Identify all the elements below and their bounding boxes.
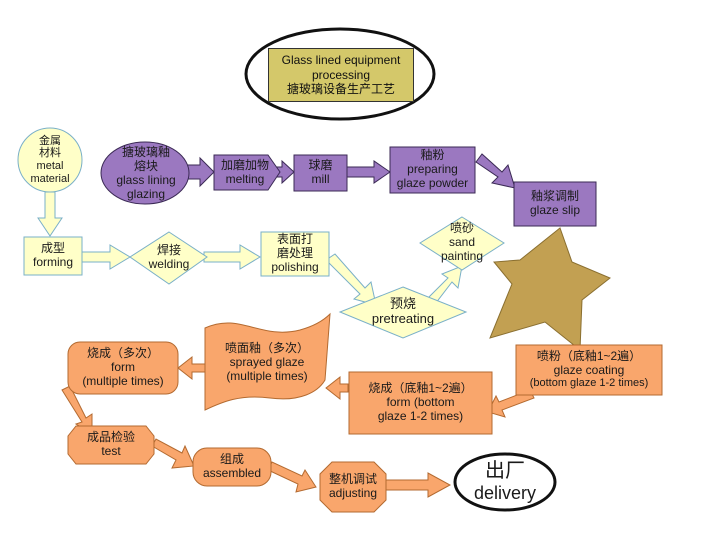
arrow-mill-to-preparing [346, 160, 391, 184]
node-delivery [453, 452, 557, 512]
node-pretreating [338, 286, 468, 339]
node-sand-painting [419, 216, 505, 271]
arrow-glazing-to-melting [185, 156, 215, 188]
node-test [67, 425, 155, 465]
node-welding [129, 231, 208, 285]
arrow-forming-to-welding [81, 244, 131, 270]
arrow-assembled-to-adjusting [267, 461, 317, 493]
node-glaze-slip [513, 181, 597, 227]
arrow-test-to-assembled [151, 438, 195, 469]
arrow-metal-to-forming [37, 191, 63, 237]
arrow-formbottom-to-sprayed [325, 375, 349, 401]
node-glaze-coating [515, 344, 663, 396]
title-line2: processing [311, 67, 371, 82]
node-forming [23, 236, 83, 276]
arrow-slip-to-coating [489, 227, 611, 352]
node-melting [213, 154, 281, 191]
node-assembled [192, 447, 272, 487]
node-mill [293, 154, 348, 192]
arrow-adjusting-to-delivery [385, 472, 452, 498]
node-glass-lining-glazing [100, 141, 190, 205]
node-metal-material [17, 127, 83, 193]
node-form-bottom [348, 371, 493, 435]
title-line3: 搪玻璃设备生产工艺 [286, 82, 395, 97]
node-polishing [260, 231, 330, 277]
node-adjusting [319, 461, 387, 513]
arrow-welding-to-polishing [203, 244, 261, 270]
node-sprayed-glaze [204, 312, 331, 411]
arrow-polishing-to-pretreating [325, 253, 377, 306]
arrow-coating-to-formbottom [487, 389, 535, 418]
arrow-preparing-to-slip [475, 153, 516, 189]
title-line1: Glass lined equipment [281, 53, 401, 68]
node-preparing-glaze-powder [389, 146, 476, 194]
arrow-sprayed-to-formmultiple [177, 355, 206, 381]
node-form-multiple [67, 341, 179, 395]
title-box: Glass lined equipment processing 搪玻璃设备生产… [268, 48, 414, 102]
